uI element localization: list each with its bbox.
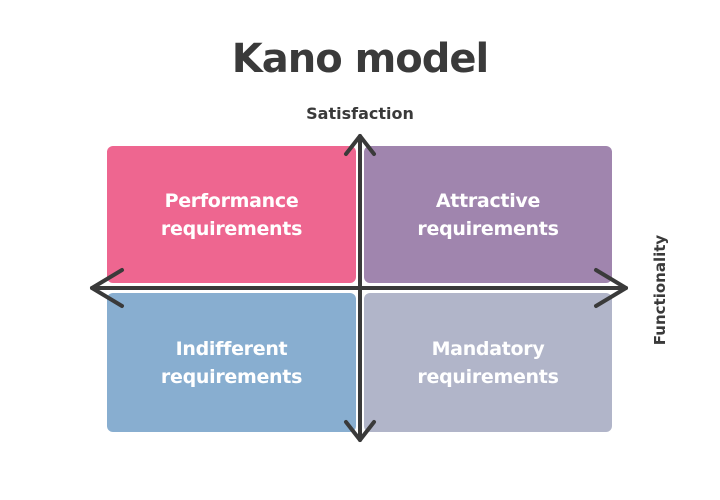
quadrant-label-line2: requirements xyxy=(417,217,559,240)
quadrant-label: Performance requirements xyxy=(161,187,302,243)
quadrant-label: Indifferent requirements xyxy=(161,335,302,391)
quadrant-performance: Performance requirements xyxy=(107,146,356,283)
quadrant-label-line2: requirements xyxy=(417,365,559,388)
diagram-title: Kano model xyxy=(231,36,490,82)
quadrant-indifferent: Indifferent requirements xyxy=(107,293,356,432)
quadrant-label-line1: Mandatory xyxy=(431,337,545,360)
quadrant-label-line1: Indifferent xyxy=(175,337,288,360)
quadrant-label-line1: Attractive xyxy=(435,189,541,212)
quadrant-label-line1: Performance xyxy=(164,189,299,212)
quadrant-mandatory: Mandatory requirements xyxy=(364,293,612,432)
quadrant-label-line2: requirements xyxy=(160,365,303,388)
quadrant-attractive: Attractive requirements xyxy=(364,146,612,283)
quadrant-label: Attractive requirements xyxy=(417,187,558,243)
vertical-axis-label: Satisfaction xyxy=(306,104,414,123)
quadrant-label-line2: requirements xyxy=(160,217,303,240)
quadrant-label: Mandatory requirements xyxy=(417,335,558,391)
horizontal-axis-label: Functionality xyxy=(651,234,669,346)
